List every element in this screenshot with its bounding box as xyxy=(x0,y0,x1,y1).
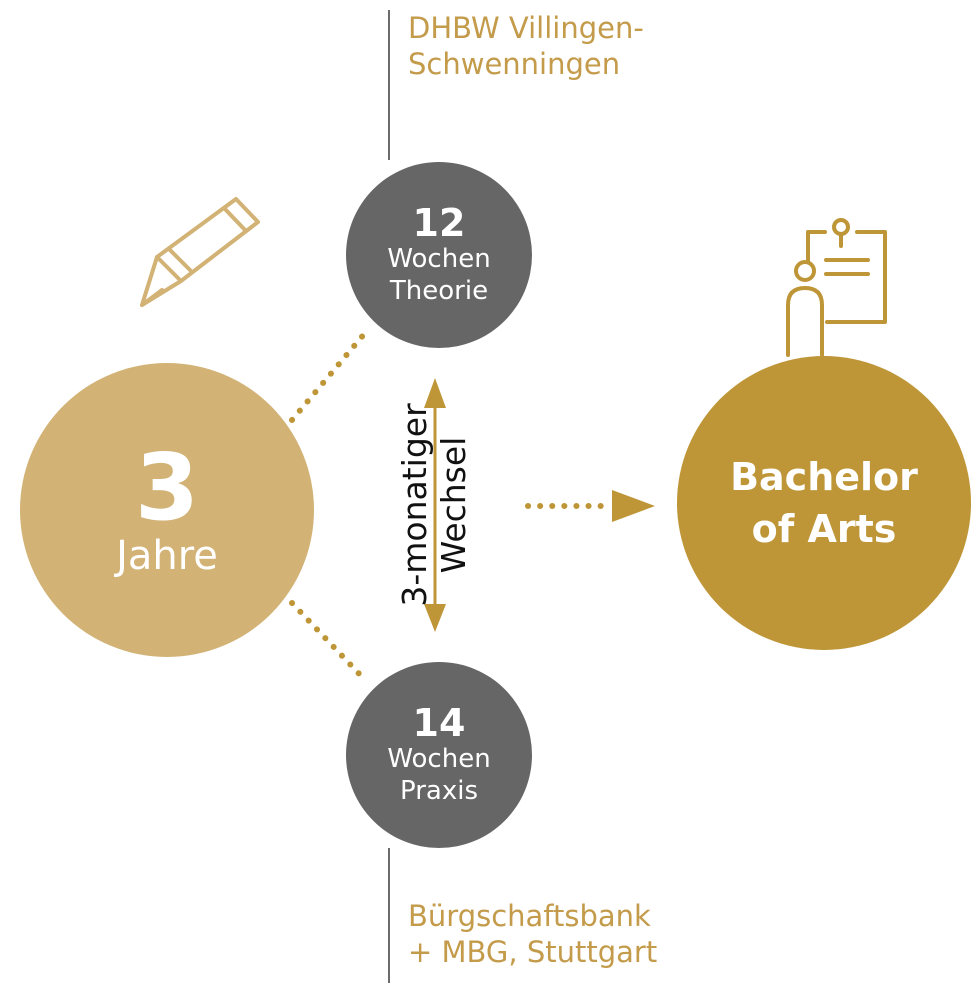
double-arrow-vertical xyxy=(424,378,446,632)
practice-circle: 14 Wochen Praxis xyxy=(346,662,532,848)
duration-circle: 3 Jahre xyxy=(20,363,314,657)
degree-circle: Bachelor of Arts xyxy=(677,356,971,650)
degree-label: Bachelor of Arts xyxy=(730,455,918,551)
duration-number: 3 xyxy=(134,434,199,541)
bottom-location-label: Bürgschaftsbank + MBG, Stuttgart xyxy=(408,899,658,969)
practice-weeks-number: 14 xyxy=(412,701,466,745)
dotted-connector-top xyxy=(289,330,368,423)
theory-circle: 12 Wochen Theorie xyxy=(346,162,532,348)
top-location-label: DHBW Villingen- Schwenningen xyxy=(408,11,644,81)
theory-weeks-number: 12 xyxy=(412,201,466,245)
rotation-label: 3-monatiger Wechsel xyxy=(395,403,473,607)
practice-weeks-label: Wochen xyxy=(387,744,491,774)
theory-weeks-label: Wochen xyxy=(387,244,491,274)
duration-label: Jahre xyxy=(116,533,218,579)
practice-type-label: Praxis xyxy=(400,776,478,806)
pencil-icon xyxy=(140,197,260,307)
presenter-icon xyxy=(786,218,887,357)
dotted-arrow-right xyxy=(525,490,655,522)
dotted-connector-bottom xyxy=(289,600,368,683)
theory-type-label: Theorie xyxy=(389,276,489,306)
